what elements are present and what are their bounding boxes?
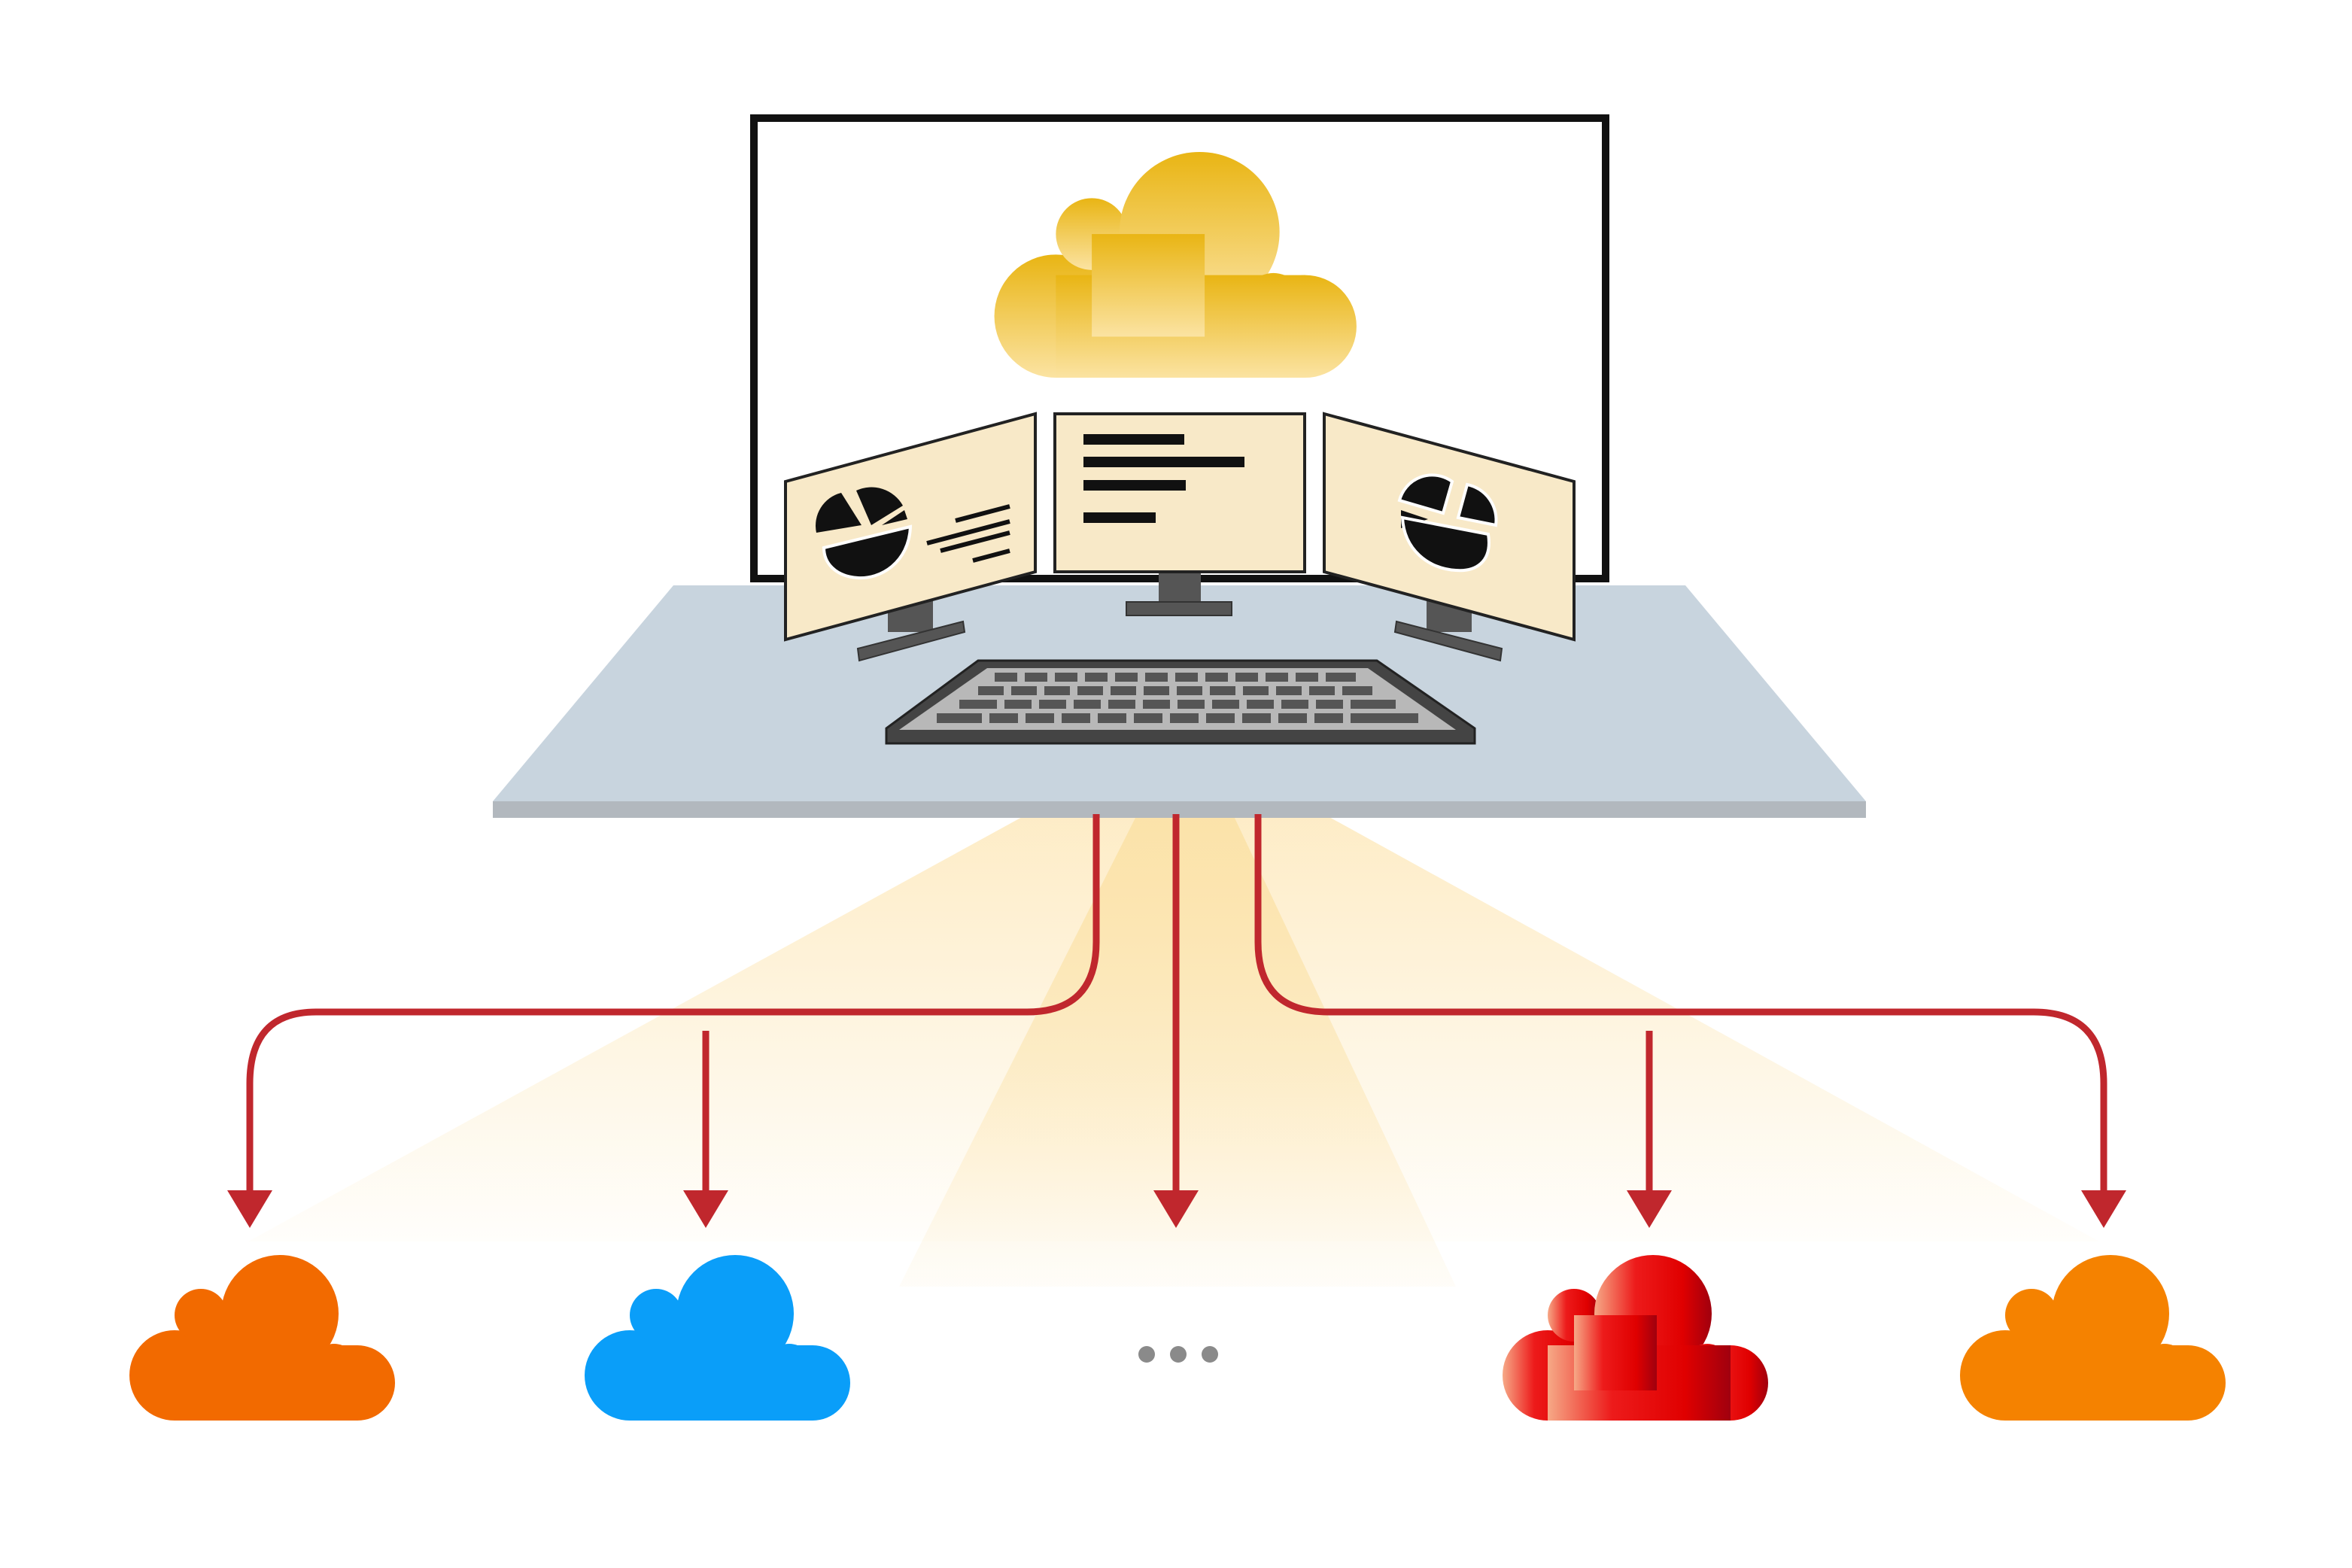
cloud-icon-far-left (129, 1255, 395, 1421)
connector-arrows (246, 814, 2107, 1196)
arrowhead-center (1153, 1190, 1199, 1228)
center-monitor (1053, 412, 1306, 573)
arrowhead-right (1627, 1190, 1672, 1228)
text-lines-icon (1083, 434, 1244, 523)
text-lines-icon (926, 504, 1010, 563)
cloud-icon-far-right (1960, 1255, 2226, 1421)
left-monitor (784, 412, 1037, 642)
arrowhead-far-left (227, 1190, 272, 1228)
arrowhead-far-right (2081, 1190, 2126, 1228)
keyboard-icon (885, 659, 1476, 745)
pie-chart-icon (1397, 473, 1498, 573)
arrowheads (227, 1190, 2126, 1228)
pie-chart-icon (816, 487, 913, 580)
cloud-icon-right (1503, 1255, 1768, 1421)
arrowhead-left (683, 1190, 728, 1228)
cloud-icon-left (585, 1255, 850, 1421)
ellipsis-icon (1138, 1346, 1218, 1363)
right-monitor (1323, 412, 1576, 642)
